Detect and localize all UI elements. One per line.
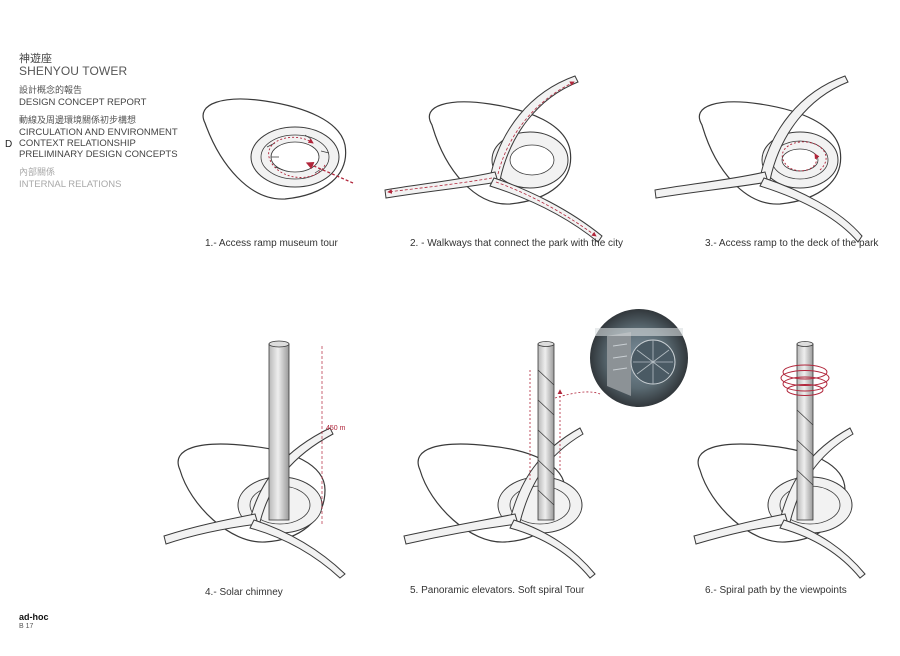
panel-6-diagram: [693, 341, 866, 579]
caption-panel-4: 4.- Solar chimney: [205, 587, 283, 598]
title-cn: 神遊座: [19, 52, 52, 65]
panel-4-diagram: 450 m: [163, 340, 346, 579]
caption-panel-5: 5. Panoramic elevators. Soft spiral Tour: [410, 585, 585, 596]
subsection-cn: 內部關係: [19, 168, 56, 178]
walkway-north: [489, 75, 579, 181]
caption-panel-3: 3.- Access ramp to the deck of the park: [705, 238, 879, 249]
deck-ramp-route: [781, 141, 827, 172]
panel-3-diagram: [654, 75, 863, 243]
observation-pod-photo: [588, 307, 690, 409]
report-title-en: DESIGN CONCEPT REPORT: [19, 97, 147, 108]
solar-chimney: [268, 343, 290, 521]
height-label: 450 m: [326, 425, 346, 432]
panel-1-diagram: [202, 98, 354, 200]
walkway-west: [384, 171, 499, 199]
footer-brand: ad-hoc: [19, 612, 49, 622]
section-title-en-3: PRELIMINARY DESIGN CONCEPTS: [19, 149, 178, 160]
caption-panel-6: 6.- Spiral path by the viewpoints: [705, 585, 847, 596]
panel-5-diagram: [403, 341, 601, 579]
caption-panel-2: 2. - Walkways that connect the park with…: [410, 238, 624, 249]
title-en: SHENYOU TOWER: [19, 64, 128, 78]
section-title-en-1: CIRCULATION AND ENVIRONMENT: [19, 127, 178, 138]
title-block: 神遊座 SHENYOU TOWER 設計概念的報告 DESIGN CONCEPT…: [19, 52, 199, 190]
report-title-cn: 設計概念的報告: [19, 86, 83, 96]
viewpoint-spiral: [780, 364, 830, 396]
panel-2-diagram: [384, 75, 603, 243]
soft-spiral: [537, 369, 555, 506]
section-title-en-2: CONTEXT RELATIONSHIP: [19, 138, 136, 149]
tour-route: [268, 136, 326, 178]
section-marker: D: [5, 139, 13, 150]
footer: ad-hoc B 17: [19, 612, 49, 631]
walkway-south: [489, 177, 603, 243]
page-number: B 17: [19, 623, 34, 630]
caption-panel-1: 1.- Access ramp museum tour: [205, 238, 338, 249]
entry-arrow: [305, 162, 354, 184]
elevator-route: [529, 370, 560, 480]
subsection-en: INTERNAL RELATIONS: [19, 179, 122, 190]
section-title-cn: 動線及周邊環境關係初步構想: [19, 116, 137, 126]
